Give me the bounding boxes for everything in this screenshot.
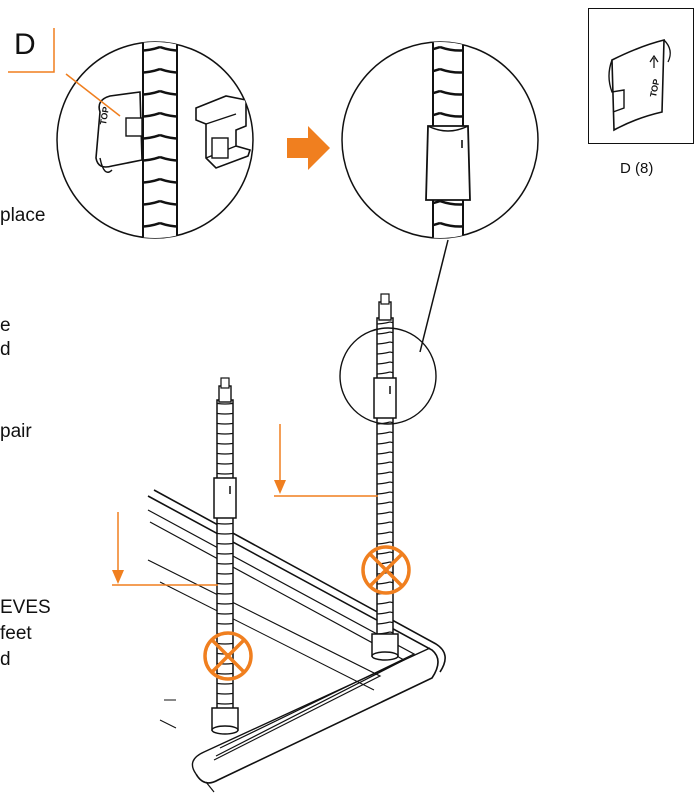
text-fragment: feet — [0, 623, 32, 644]
shelf-frame — [147, 489, 446, 793]
zoom-circle — [339, 327, 437, 425]
detail-circle-left — [56, 41, 254, 239]
step-letter: D — [14, 28, 36, 61]
text-fragment: d — [0, 649, 11, 670]
text-fragment: d — [0, 339, 11, 360]
down-arrow-icon — [112, 512, 218, 586]
pole-right — [371, 293, 399, 661]
part-reference-box — [588, 8, 694, 144]
no-symbol-icon — [203, 631, 253, 681]
no-symbol-icon — [361, 545, 411, 595]
right-arrow-icon — [287, 126, 330, 170]
part-caption: D (8) — [620, 160, 654, 177]
text-fragment: pair — [0, 421, 32, 442]
step-bracket — [8, 28, 55, 73]
detail-circle-right — [341, 41, 539, 353]
text-fragment: EVES — [0, 597, 51, 618]
text-fragment: place — [0, 205, 46, 226]
text-fragment: e — [0, 315, 11, 336]
down-arrow-icon — [274, 424, 378, 497]
